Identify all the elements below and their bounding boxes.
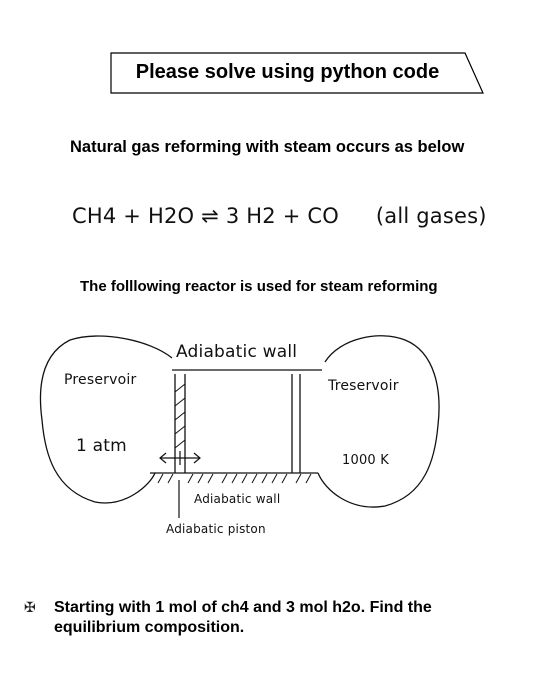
intro-text: Natural gas reforming with steam occurs … <box>70 138 465 156</box>
banner-frame <box>110 52 484 94</box>
reaction-equation: CH4 + H2O ⇌ 3 H2 + CO (all gases) <box>72 198 532 234</box>
piston-hatching <box>174 383 186 449</box>
right-reservoir-label: Treservoir <box>328 378 399 394</box>
bottom-wall-hatching <box>157 473 312 484</box>
piston-label: Adiabatic piston <box>166 522 266 536</box>
equilibrium-arrow: ⇌ <box>201 204 219 228</box>
left-reservoir-pressure: 1 atm <box>76 436 127 456</box>
right-reservoir-outline <box>317 335 440 508</box>
right-reservoir-temperature: 1000 K <box>342 453 389 468</box>
reactor-diagram: Adiabatic wall Preservoir 1 atm Treservo… <box>0 330 551 570</box>
equation-products: 3 H2 + CO <box>225 204 339 228</box>
left-reservoir-outline <box>39 335 173 504</box>
title-banner: Please solve using python code <box>110 52 485 94</box>
reactor-caption: The folllowing reactor is used for steam… <box>80 278 438 295</box>
equation-note: (all gases) <box>375 204 487 228</box>
equation-reactants: CH4 + H2O <box>72 204 195 228</box>
piston-motion-arrow <box>159 451 201 465</box>
task-marker-icon: ✠ <box>24 599 36 615</box>
banner-title: Please solve using python code <box>135 60 440 83</box>
reactor-sketch <box>39 335 440 518</box>
task-text: Starting with 1 mol of ch4 and 3 mol h2o… <box>54 599 432 636</box>
top-wall-label: Adiabatic wall <box>176 342 298 362</box>
bottom-wall-label: Adiabatic wall <box>194 492 281 506</box>
left-reservoir-label: Preservoir <box>64 372 137 388</box>
